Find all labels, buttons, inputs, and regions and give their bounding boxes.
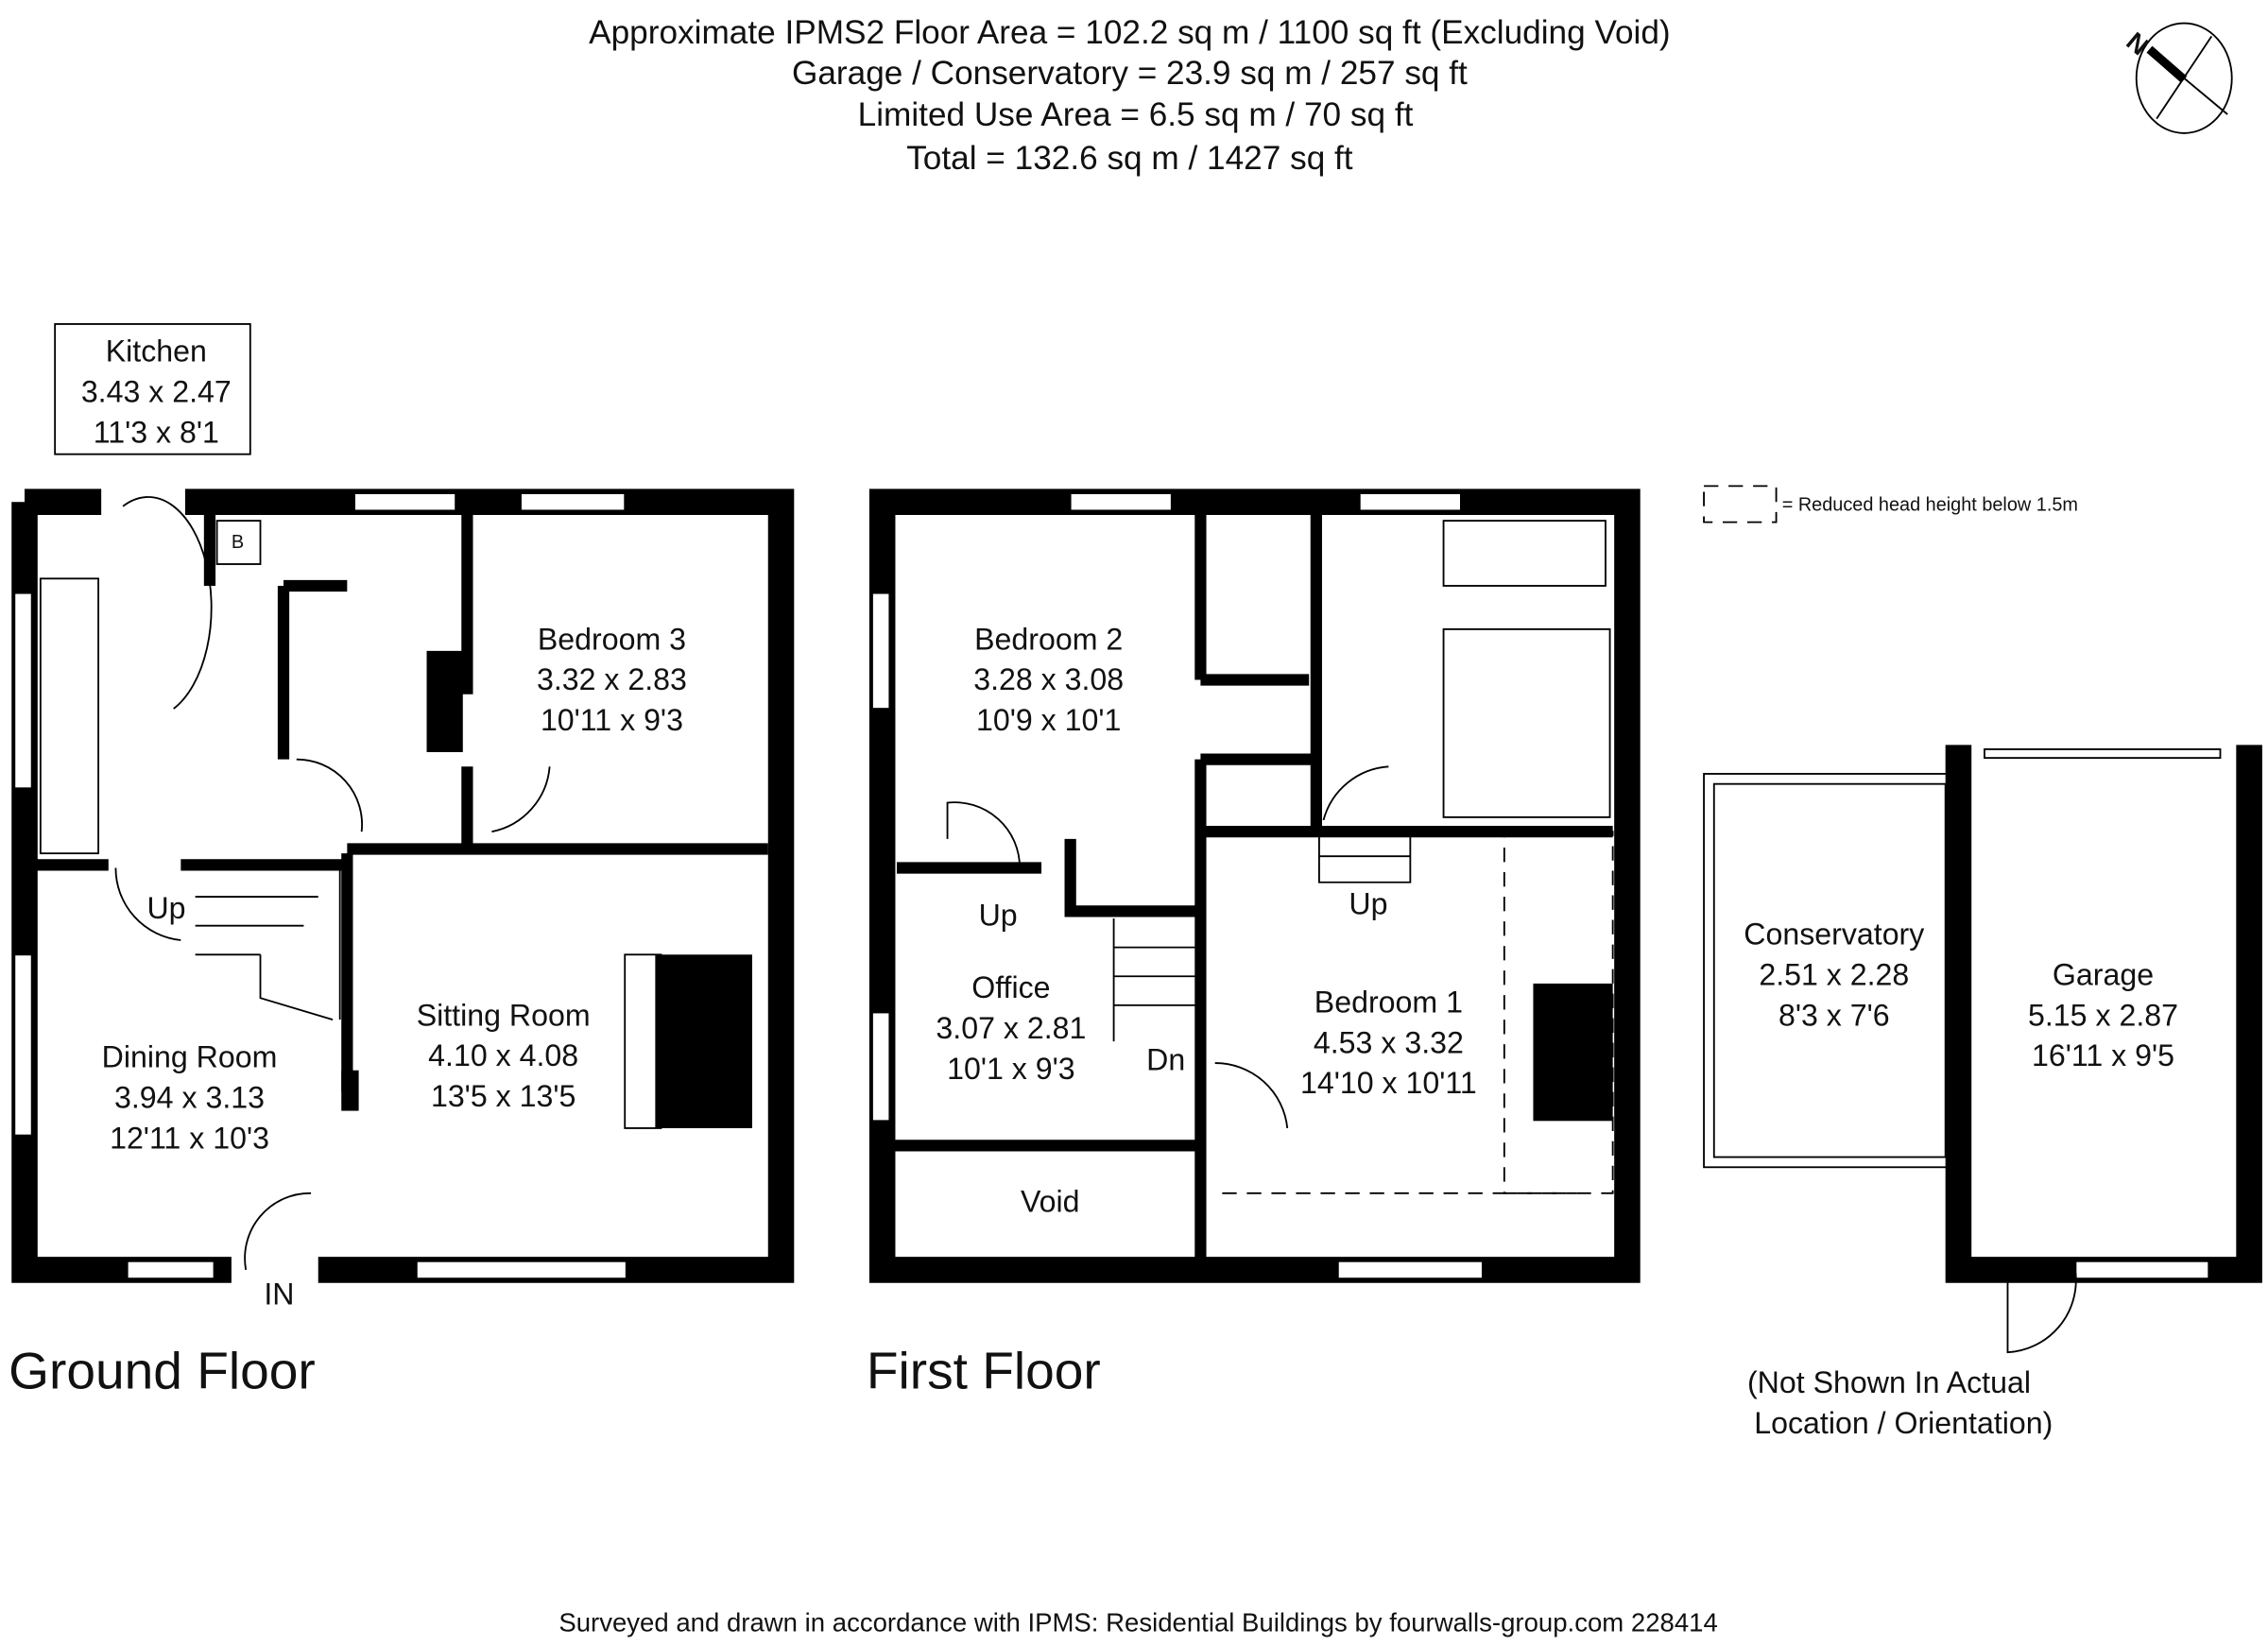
legend-text: = Reduced head height below 1.5m: [1782, 494, 2078, 515]
bedroom1-imperial: 14'10 x 10'11: [1300, 1066, 1477, 1100]
header-line-2: Garage / Conservatory = 23.9 sq m / 257 …: [792, 55, 1468, 92]
garage-imperial: 16'11 x 9'5: [2032, 1038, 2174, 1072]
conservatory-imperial: 8'3 x 7'6: [1778, 998, 1890, 1032]
header-line-3: Limited Use Area = 6.5 sq m / 70 sq ft: [858, 96, 1414, 133]
location-note-1: (Not Shown In Actual: [1747, 1365, 2031, 1399]
header-line-4: Total = 132.6 sq m / 1427 sq ft: [906, 140, 1353, 177]
sitting-room-name: Sitting Room: [417, 998, 591, 1032]
ground-floor-plan: B Kitchen 3.43 x 2.47 11'3 x 8'1 Bedroom…: [9, 323, 795, 1399]
sitting-room-metric: 4.10 x 4.08: [428, 1038, 578, 1072]
legend: = Reduced head height below 1.5m: [1703, 485, 2078, 523]
boiler-label: B: [232, 532, 244, 553]
north-label: N: [2121, 26, 2154, 61]
kitchen-metric: 3.43 x 2.47: [81, 375, 232, 409]
garage-name: Garage: [2053, 957, 2154, 991]
bedroom3-metric: 3.32 x 2.83: [537, 662, 687, 696]
kitchen-label-box: [54, 323, 251, 455]
bedroom1-metric: 4.53 x 3.32: [1314, 1025, 1464, 1059]
stairs-down-label: Dn: [1146, 1043, 1185, 1077]
office-metric: 3.07 x 2.81: [936, 1011, 1086, 1045]
outbuildings: Conservatory 2.51 x 2.28 8'3 x 7'6 Garag…: [1703, 745, 2262, 1440]
header-line-1: Approximate IPMS2 Floor Area = 102.2 sq …: [589, 14, 1671, 51]
dining-room-imperial: 12'11 x 10'3: [110, 1121, 269, 1155]
office-imperial: 10'1 x 9'3: [947, 1052, 1075, 1086]
office-name: Office: [971, 970, 1050, 1004]
stairs-up-label-2: Up: [1349, 886, 1387, 920]
bedroom1-name: Bedroom 1: [1314, 986, 1463, 1020]
bedroom2-name: Bedroom 2: [974, 622, 1123, 656]
footer-credit: Surveyed and drawn in accordance with IP…: [558, 1608, 1718, 1637]
kitchen-imperial: 11'3 x 8'1: [94, 415, 219, 449]
dining-room-name: Dining Room: [102, 1040, 278, 1074]
location-note-2: Location / Orientation): [1754, 1406, 2053, 1440]
sitting-room-imperial: 13'5 x 13'5: [431, 1079, 576, 1113]
area-summary: Approximate IPMS2 Floor Area = 102.2 sq …: [589, 14, 1671, 177]
conservatory-name: Conservatory: [1744, 917, 1924, 952]
north-arrow-icon: N: [2121, 22, 2233, 134]
bedroom2-imperial: 10'9 x 10'1: [976, 703, 1121, 737]
first-floor-title: First Floor: [867, 1341, 1101, 1399]
bedroom3-name: Bedroom 3: [538, 622, 686, 656]
bedroom3-imperial: 10'11 x 9'3: [541, 703, 683, 737]
garage-metric: 5.15 x 2.87: [2028, 998, 2178, 1032]
entrance-label: IN: [264, 1277, 294, 1312]
bedroom2-metric: 3.28 x 3.08: [973, 662, 1124, 696]
ground-floor-title: Ground Floor: [9, 1341, 316, 1399]
stairs-up-label-1: Up: [979, 899, 1018, 933]
kitchen-name: Kitchen: [106, 334, 207, 369]
void-label: Void: [1021, 1185, 1080, 1219]
reduced-height-swatch: [1703, 485, 1778, 523]
first-floor-plan: Bedroom 2 3.28 x 3.08 10'9 x 10'1 Office…: [867, 489, 1641, 1399]
conservatory-metric: 2.51 x 2.28: [1759, 957, 1909, 991]
dining-room-metric: 3.94 x 3.13: [114, 1081, 265, 1115]
stairs-up-label: Up: [146, 891, 185, 925]
